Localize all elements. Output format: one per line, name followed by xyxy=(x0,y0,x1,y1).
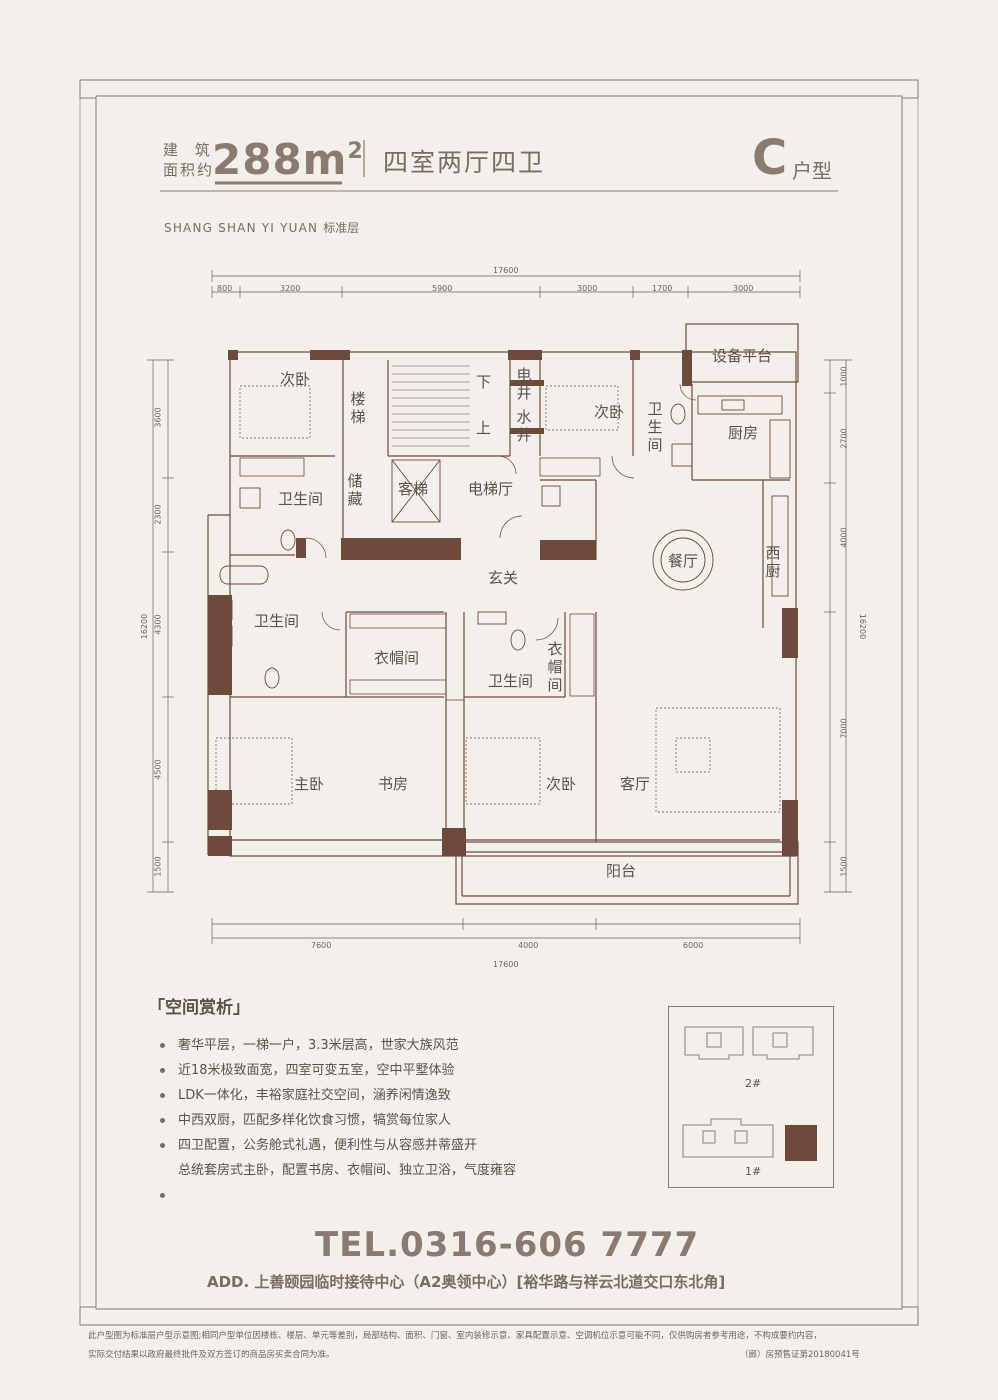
room-cloakroom-2: 衣帽间 xyxy=(547,640,563,694)
dim-left-2: 2300 xyxy=(153,504,163,525)
room-configuration: 四室两厅四卫 xyxy=(383,148,546,177)
feature-list: 奢华平层，一梯一户，3.3米层高，世家大族风范 近18米极致面宽，四室可变五室，… xyxy=(160,1033,516,1208)
telephone: TEL.0316-606 7777 xyxy=(315,1225,700,1265)
dim-bottom-total: 17600 xyxy=(493,960,519,969)
dim-right-4: 7000 xyxy=(839,718,849,739)
dim-left-5: 1500 xyxy=(153,856,163,877)
dim-left-4: 4500 xyxy=(153,759,163,780)
project-name: SHANG SHAN YI YUAN 标准层 xyxy=(164,221,360,235)
building-2-label: 2# xyxy=(745,1077,762,1090)
room-electric-shaft: 电井 xyxy=(516,366,532,402)
dim-left-total: 16200 xyxy=(140,613,150,640)
unit-type-letter: C xyxy=(752,130,788,186)
dim-top-5: 1700 xyxy=(652,284,673,293)
room-dining: 餐厅 xyxy=(668,552,699,570)
list-item: 奢华平层，一梯一户，3.3米层高，世家大族风范 xyxy=(160,1033,516,1058)
dim-right-total: 16200 xyxy=(858,613,868,640)
room-bathroom-c: 卫生间 xyxy=(488,672,534,690)
list-item: 中西双厨，匹配多样化饮食习惯，犒赏每位家人 xyxy=(160,1108,516,1133)
key-plan-diagram xyxy=(682,1026,817,1161)
dim-top-4: 3000 xyxy=(577,284,598,293)
room-passenger-elevator: 客梯 xyxy=(398,480,429,498)
room-foyer: 玄关 xyxy=(488,569,519,587)
room-kitchen: 厨房 xyxy=(728,424,759,442)
dim-right-1: 1000 xyxy=(839,366,849,387)
key-plan: 2# 1# xyxy=(668,1006,834,1188)
room-elevator-hall: 电梯厅 xyxy=(468,480,514,498)
dim-left-1: 3600 xyxy=(153,407,163,428)
area-label-line1: 建 筑 xyxy=(163,141,216,159)
room-secondary-bedroom-s: 次卧 xyxy=(546,775,577,793)
address: ADD. 上善颐园临时接待中心（A2奥领中心）[裕华路与祥云北道交口东北角] xyxy=(207,1273,726,1291)
dim-bottom-1: 7600 xyxy=(311,941,332,950)
unit-type-suffix: 户型 xyxy=(792,159,832,183)
area-label-line2: 面积约 xyxy=(163,161,215,179)
dim-top-total: 17600 xyxy=(493,266,519,275)
disclaimer-line2: 实际交付结果以政府最终批件及双方签订的商品房买卖合同为准。 xyxy=(88,1350,335,1360)
room-cloakroom-1: 衣帽间 xyxy=(374,649,420,667)
presale-license: （廊）房预售证第20180041号 xyxy=(740,1350,860,1360)
room-bathroom-w1: 卫生间 xyxy=(278,490,324,508)
dim-top-2: 3200 xyxy=(280,284,301,293)
room-stairs: 楼梯 xyxy=(350,390,366,426)
dim-bottom-2: 4000 xyxy=(518,941,539,950)
disclaimer-line1: 此户型图为标准层户型示意图;相同户型单位因楼栋、楼层、单元等差别，局部结构、面积… xyxy=(88,1331,822,1341)
room-secondary-bedroom-nw: 次卧 xyxy=(280,370,311,388)
room-equipment-platform: 设备平台 xyxy=(712,347,773,365)
dim-top-6: 3000 xyxy=(733,284,754,293)
list-item: 四卫配置，公务舱式礼遇，便利性与从容感并蒂盛开 xyxy=(160,1133,516,1158)
room-bathroom-w2: 卫生间 xyxy=(254,612,300,630)
section-title: 「空间赏析」 xyxy=(148,998,250,1018)
room-bathroom-n: 卫生间 xyxy=(647,400,663,454)
building-1-label: 1# xyxy=(745,1165,762,1178)
floor-plan xyxy=(147,270,852,944)
area-value: 288m2 xyxy=(212,135,364,184)
dim-right-2: 2700 xyxy=(839,428,849,449)
dim-top-3: 5900 xyxy=(432,284,453,293)
dim-left-3: 4300 xyxy=(153,614,163,635)
dim-top-1: 800 xyxy=(217,284,233,293)
list-item: 总统套房式主卧，配置书房、衣帽间、独立卫浴，气度雍容 xyxy=(178,1163,517,1178)
room-secondary-bedroom-n: 次卧 xyxy=(594,403,625,421)
dim-right-3: 4000 xyxy=(839,527,849,548)
room-master-bedroom: 主卧 xyxy=(294,775,325,793)
dim-bottom-3: 6000 xyxy=(683,941,704,950)
room-balcony: 阳台 xyxy=(606,862,637,880)
room-study: 书房 xyxy=(378,775,409,793)
list-item: 近18米极致面宽，四室可变五室，空中平墅体验 xyxy=(160,1058,516,1083)
room-living: 客厅 xyxy=(620,775,651,793)
room-storage: 储藏 xyxy=(347,472,363,508)
stairs-up-label: 上 xyxy=(476,419,492,437)
dim-right-5: 1500 xyxy=(839,856,849,877)
room-water-shaft: 水井 xyxy=(516,408,532,444)
list-item xyxy=(160,1183,516,1208)
room-western-kitchen: 西厨 xyxy=(765,544,781,580)
stairs-down-label: 下 xyxy=(476,373,492,391)
list-item: LDK一体化，丰裕家庭社交空间，涵养闲情逸致 xyxy=(160,1083,516,1108)
